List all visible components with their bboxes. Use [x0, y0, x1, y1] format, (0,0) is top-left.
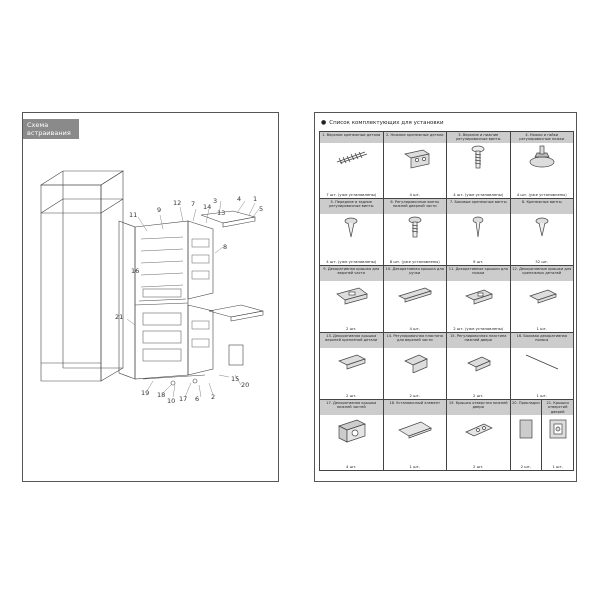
cover-icon — [549, 419, 566, 439]
part-cell-17: 17. Декоративная крышка нижней частей 4 … — [319, 399, 384, 471]
part-cell-4: 4. Ножки и гайки регулировочные ножки 4 … — [509, 131, 574, 199]
plate-icon — [397, 421, 432, 439]
parts-list-title: ●Список комплектующих для установки — [321, 119, 444, 126]
part-cell-7: 7. Боковые крепежные винты 9 шт. — [446, 198, 511, 266]
callout-1: 1 — [253, 195, 257, 203]
part-cell-11: 11. Декоративные крышки для ножки 2 шт. … — [446, 265, 511, 333]
bracket-icon — [403, 149, 430, 169]
cover-icon — [336, 287, 369, 305]
installation-diagram-page: Схема встраивания — [22, 112, 279, 482]
callout-3: 3 — [213, 197, 217, 205]
part-cell-12: 12. Декоративные крышки для крепежных де… — [509, 265, 574, 333]
screw-icon — [471, 145, 485, 169]
callout-9: 9 — [157, 206, 161, 214]
callout-12: 12 — [173, 199, 181, 207]
screw-icon — [535, 217, 549, 237]
callout-10: 10 — [167, 397, 175, 405]
callout-5: 5 — [259, 205, 263, 213]
part-cell-13: 13. Декоративная крышка верхней креплёно… — [319, 332, 384, 400]
callout-16: 16 — [131, 267, 139, 275]
section-title: Схема встраивания — [23, 119, 79, 139]
foot-icon — [529, 145, 555, 168]
part-cell-3: 3. Верхние и нижние регулировочные винты… — [446, 131, 511, 199]
cover-icon — [528, 289, 557, 304]
part-cell-1: 1. Верхние крепежные детали 7 шт. (уже у… — [319, 131, 384, 199]
part-cell-9: 9. Декоративная крышка для верхней части… — [319, 265, 384, 333]
callout-21: 21 — [115, 313, 123, 321]
callout-13: 13 — [217, 209, 225, 217]
screw-icon — [408, 216, 422, 238]
callout-15: 15 — [231, 375, 239, 383]
plate-icon — [467, 356, 492, 372]
cover-icon — [338, 419, 367, 443]
screw-icon — [472, 216, 484, 238]
strip-icon — [397, 287, 432, 303]
gasket-icon — [519, 419, 533, 439]
part-cell-8: 8. Крепежные винты 32 шт. — [509, 198, 574, 266]
parts-table: 1. Верхние крепежные детали 7 шт. (уже у… — [319, 131, 574, 471]
cover-icon — [338, 354, 367, 370]
callout-8: 8 — [223, 243, 227, 251]
callout-6: 6 — [195, 395, 199, 403]
callout-14: 14 — [203, 203, 211, 211]
part-cell-6: 6. Регулировочные винты нижней дверной ч… — [382, 198, 447, 266]
plate-icon — [465, 423, 494, 437]
screw-icon — [344, 217, 358, 238]
callout-7: 7 — [191, 200, 195, 208]
parts-list-page: ●Список комплектующих для установки 1. В… — [314, 112, 577, 482]
part-cell-18: 18. Установочный элемент 1 шт. — [382, 399, 447, 471]
part-cell-21: 21. Крышки отверстий дверей 1 шт. — [542, 400, 573, 470]
part-cell-10: 10. Декоративная крышка для ручки 4 шт. — [382, 265, 447, 333]
installation-diagram: 11 9 12 7 14 3 13 4 1 5 8 16 21 15 20 19… — [39, 170, 264, 405]
callout-19: 19 — [141, 389, 149, 397]
part-cell-20: 20. Прокладки 2 шт. — [510, 400, 543, 470]
part-cell-15: 15. Регулировочная пластина нижней двери… — [446, 332, 511, 400]
callout-20: 20 — [241, 381, 249, 389]
cover-icon — [465, 289, 494, 305]
callout-18: 18 — [157, 391, 165, 399]
part-cell-2: 2. Нижние крепежные детали 4 шт. — [382, 131, 447, 199]
part-cell-5: 5. Передние и задние регулировочные винт… — [319, 198, 384, 266]
bullet-icon: ● — [321, 119, 327, 126]
callout-17: 17 — [179, 395, 187, 403]
callout-11: 11 — [129, 211, 137, 219]
screw-icon — [337, 151, 368, 165]
strip-icon — [525, 354, 558, 370]
part-cell-14: 14. Регулировочная пластина для верхней … — [382, 332, 447, 400]
callout-2: 2 — [211, 393, 215, 401]
part-cell-19: 19. Крышка отверстия нижней двери 2 шт. — [446, 399, 511, 471]
plate-icon — [403, 354, 428, 373]
part-cell-20-21: 20. Прокладки 2 шт. 21. Крышки отверстий… — [509, 399, 574, 471]
part-cell-16: 16. Боковая декоративная полоса 1 шт. — [509, 332, 574, 400]
callout-4: 4 — [237, 195, 241, 203]
